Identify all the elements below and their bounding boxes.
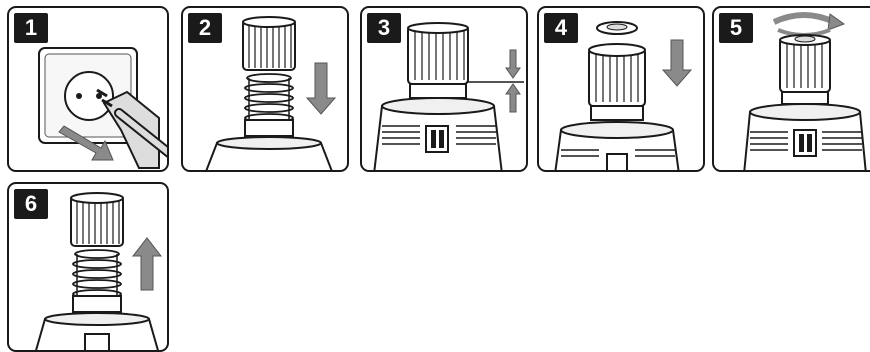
step-number-badge: 2 (188, 13, 222, 43)
step-2-panel: 2 (181, 6, 349, 172)
step-3-panel: 3 (360, 6, 528, 172)
step-number-badge: 5 (719, 13, 753, 43)
step-number-badge: 3 (367, 13, 401, 43)
step-number-badge: 4 (544, 13, 578, 43)
step-1-panel: 1 (7, 6, 169, 172)
step-5-panel: 5 (712, 6, 870, 172)
step-number-badge: 6 (14, 189, 48, 219)
step-number-badge: 1 (14, 13, 48, 43)
step-4-panel: 4 (537, 6, 705, 172)
step-6-panel: 6 (7, 182, 169, 352)
